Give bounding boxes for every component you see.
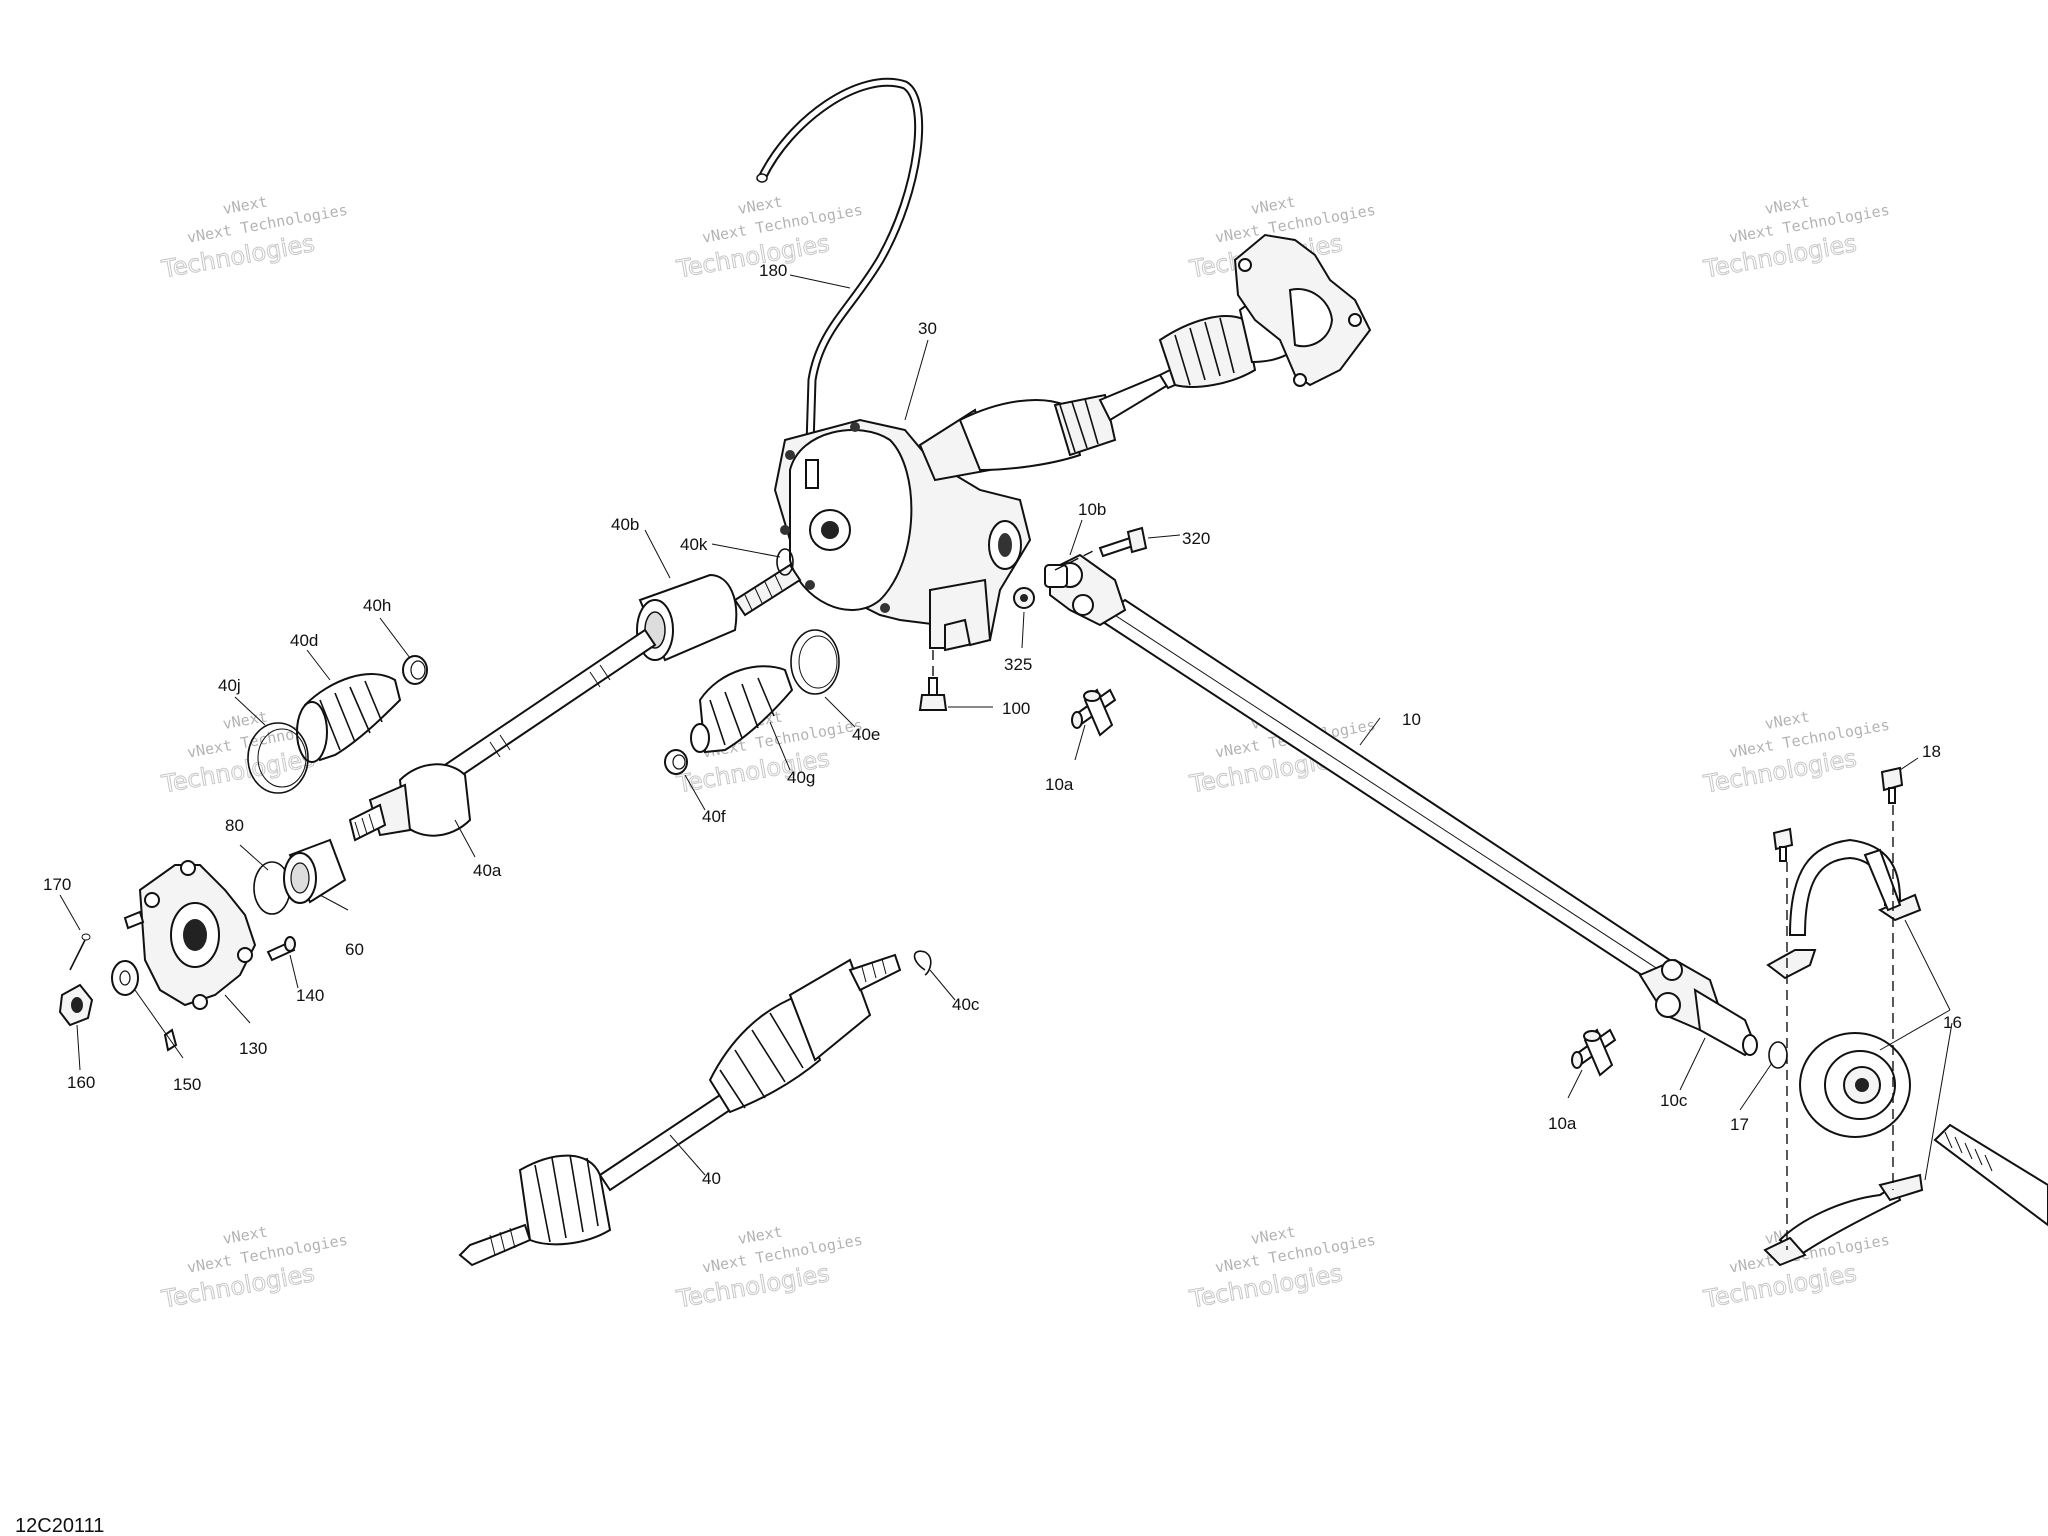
watermark-line1: vNext: [1763, 192, 1811, 218]
label-10c: 10c: [1660, 1091, 1688, 1110]
watermark-group: vNext vNext Technologies Technologies vN…: [158, 192, 1890, 1314]
document-code: 12C20111: [15, 1515, 104, 1536]
watermark-line1: vNext: [1249, 192, 1297, 218]
part-bolt-100: [918, 677, 948, 711]
label-100: 100: [1002, 699, 1030, 718]
label-320: 320: [1182, 529, 1210, 548]
label-60: 60: [345, 940, 364, 959]
label-10a-bottom: 10a: [1548, 1114, 1577, 1133]
watermark-line1: vNext: [221, 1222, 269, 1248]
part-cross-10a-top: [1071, 688, 1117, 737]
label-140: 140: [296, 986, 324, 1005]
part-clamp-40f: [664, 749, 688, 775]
watermark-line1: vNext: [221, 192, 269, 218]
part-cotter-pin-170: [69, 933, 91, 971]
watermark-line1: vNext: [1249, 1222, 1297, 1248]
part-front-differential: [773, 418, 1032, 652]
label-40j: 40j: [218, 676, 241, 695]
label-170: 170: [43, 875, 71, 894]
label-40c: 40c: [952, 995, 980, 1014]
part-clamp-40e: [790, 629, 840, 695]
label-325: 325: [1004, 655, 1032, 674]
part-castle-nut-160: [58, 983, 94, 1027]
label-40d: 40d: [290, 631, 318, 650]
part-circlip-40k: [776, 548, 794, 576]
label-10b: 10b: [1078, 500, 1106, 519]
part-labels: 180 30 320 10b 40b 40k 325 100 40h 40d 4…: [43, 261, 1962, 1188]
label-40f: 40f: [702, 807, 726, 826]
watermark-line1: vNext: [736, 1222, 784, 1248]
label-40e: 40e: [852, 725, 880, 744]
label-10a-top: 10a: [1045, 775, 1074, 794]
part-boot-40g: [690, 665, 794, 754]
part-complete-axle-40: [458, 953, 902, 1267]
label-40: 40: [702, 1169, 721, 1188]
part-clamp-40h: [402, 655, 428, 685]
label-130: 130: [239, 1039, 267, 1058]
watermark-top-4: vNext vNext Technologies Technologies: [1700, 192, 1890, 284]
part-bolt-320: [1098, 526, 1148, 558]
label-40g: 40g: [787, 768, 815, 787]
label-40k: 40k: [680, 535, 708, 554]
label-16: 16: [1943, 1013, 1962, 1032]
part-propeller-shaft: [1044, 553, 1758, 1057]
part-right-axle-shaft: [918, 293, 1302, 482]
part-nut-325: [1013, 587, 1035, 609]
label-40b: 40b: [611, 515, 639, 534]
part-bearing-60: [283, 838, 347, 904]
watermark-bottom-2: vNext vNext Technologies Technologies: [673, 1222, 863, 1314]
leader-lines: [59, 274, 1953, 1181]
part-boot-40d: [296, 673, 402, 763]
label-80: 80: [225, 816, 244, 835]
label-30: 30: [918, 319, 937, 338]
label-40a: 40a: [473, 861, 502, 880]
label-180: 180: [759, 261, 787, 280]
part-carrier-bearing-16: [1763, 766, 1924, 1267]
watermark-bottom-1: vNext vNext Technologies Technologies: [158, 1222, 348, 1314]
label-10: 10: [1402, 710, 1421, 729]
watermark-bottom-4: vNext vNext Technologies Technologies: [1700, 1222, 1890, 1314]
part-left-axle-shaft: [348, 563, 802, 842]
label-18: 18: [1922, 742, 1941, 761]
label-40h: 40h: [363, 596, 391, 615]
part-upper-right-hub: [1233, 233, 1372, 387]
label-160: 160: [67, 1073, 95, 1092]
watermark-line1: vNext: [1763, 707, 1811, 733]
part-cross-10a-bottom: [1571, 1028, 1617, 1077]
label-150: 150: [173, 1075, 201, 1094]
part-washer-150: [111, 960, 139, 996]
watermark-line1: vNext: [736, 192, 784, 218]
part-circlip-40c: [913, 950, 932, 976]
label-17: 17: [1730, 1115, 1749, 1134]
part-stud-140: [266, 936, 296, 962]
part-rear-shaft-stub: [1933, 1123, 2048, 1227]
part-wheel-hub-130: [123, 860, 257, 1052]
part-clamp-40j: [247, 722, 309, 794]
watermark-mid-4: vNext vNext Technologies Technologies: [1700, 707, 1890, 799]
alignment-dashes: [932, 549, 1894, 1250]
watermark-top-1: vNext vNext Technologies Technologies: [158, 192, 348, 284]
part-vent-hose: [756, 77, 924, 450]
watermark-bottom-3: vNext vNext Technologies Technologies: [1186, 1222, 1376, 1314]
